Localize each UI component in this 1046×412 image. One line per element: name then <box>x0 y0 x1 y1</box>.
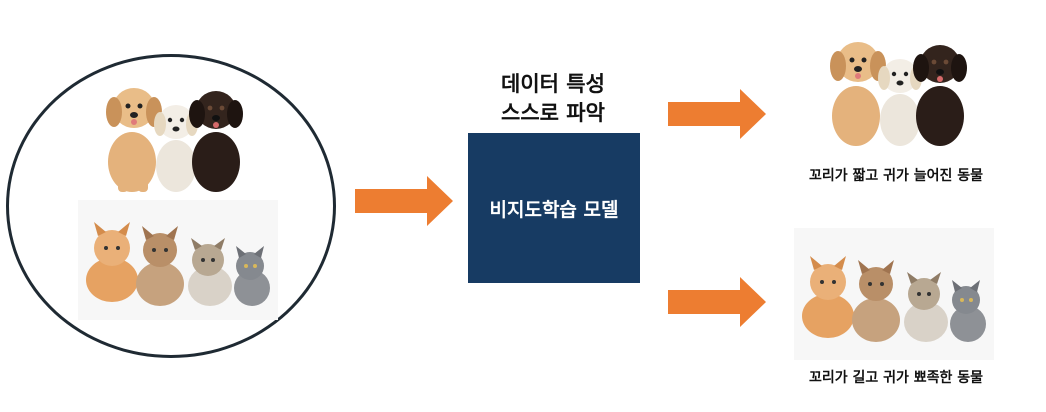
process-label: 데이터 특성 스스로 파악 <box>458 70 648 128</box>
kittens-image-input <box>78 200 278 320</box>
process-label-line1: 데이터 특성 <box>501 72 605 96</box>
kitten-2 <box>852 260 900 342</box>
kitten-3 <box>904 272 948 342</box>
black-puppy <box>913 45 967 146</box>
puppies-image-output <box>830 42 967 146</box>
kitten-3 <box>188 238 232 306</box>
white-puppy <box>154 105 198 192</box>
output-arrow-bottom-icon <box>668 277 766 327</box>
golden-puppy <box>106 88 162 192</box>
puppies-image-input <box>106 88 243 192</box>
kitten-4 <box>234 246 270 306</box>
output-caption-bottom: 꼬리가 길고 귀가 뾰족한 동물 <box>808 370 984 386</box>
kitten-1 <box>86 222 138 302</box>
golden-puppy <box>830 42 886 146</box>
unsupervised-model-box: 비지도학습 모델 <box>468 133 640 283</box>
kittens-image-output <box>794 228 994 360</box>
kitten-4 <box>950 280 986 342</box>
output-arrow-top-icon <box>668 89 766 139</box>
kitten-1 <box>802 256 854 338</box>
output-caption-top: 꼬리가 짧고 귀가 늘어진 동물 <box>808 168 984 184</box>
process-label-line2: 스스로 파악 <box>501 101 605 125</box>
white-puppy <box>878 59 922 146</box>
input-arrow-icon <box>355 176 453 226</box>
black-puppy <box>189 91 243 192</box>
kitten-2 <box>136 226 184 306</box>
model-label: 비지도학습 모델 <box>489 198 619 221</box>
input-data-circle <box>6 54 336 358</box>
